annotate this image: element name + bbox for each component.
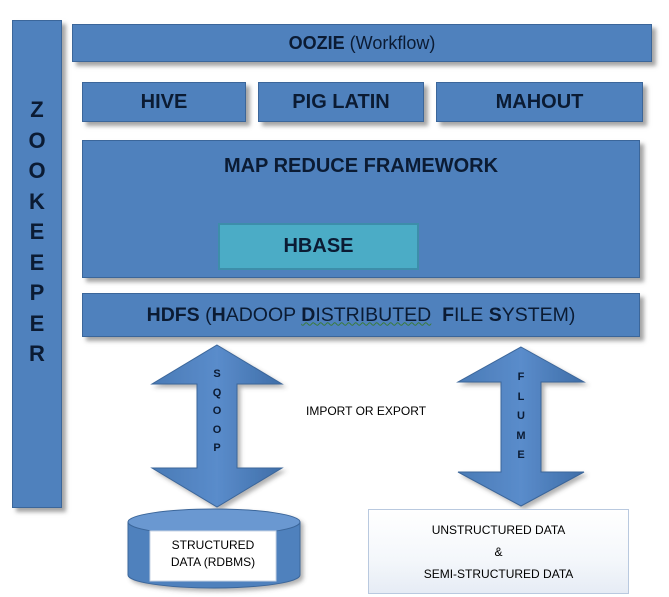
hbase-label: HBASE bbox=[283, 235, 354, 257]
zookeeper-letter: P bbox=[29, 280, 45, 305]
hdfs-abbr: HDFS bbox=[146, 303, 200, 326]
zookeeper-letter: O bbox=[28, 158, 46, 183]
unstructured-line-2: & bbox=[494, 544, 503, 559]
mapreduce-label: MAP REDUCE FRAMEWORK bbox=[223, 155, 499, 177]
hdfs-adoop: ADOOP bbox=[225, 303, 302, 326]
oozie-title: OOZIE bbox=[288, 32, 345, 53]
flume-label: F L U M E bbox=[514, 368, 528, 466]
hdfs-s: S bbox=[488, 303, 502, 326]
zookeeper-letter: E bbox=[29, 310, 45, 336]
zookeeper-letter: R bbox=[29, 341, 45, 366]
hdfs-d: D bbox=[301, 303, 316, 326]
hdfs-label: HDFS (HADOOP DISTRIBUTED FILE SYSTEM) bbox=[147, 304, 576, 327]
mahout-label: MAHOUT bbox=[495, 90, 584, 113]
structured-line-2: DATA (RDBMS) bbox=[170, 555, 256, 569]
zookeeper-letter: E bbox=[29, 219, 45, 244]
pig-latin-label: PIG LATIN bbox=[292, 90, 390, 113]
sqoop-letter: O bbox=[212, 405, 222, 417]
hbase-box: HBASE bbox=[218, 223, 419, 270]
hdfs-box: HDFS (HADOOP DISTRIBUTED FILE SYSTEM) bbox=[82, 293, 640, 337]
sqoop-letter: O bbox=[212, 423, 222, 436]
unstructured-line-1: UNSTRUCTURED DATA bbox=[431, 522, 566, 537]
flume-letter: U bbox=[517, 410, 525, 422]
zookeeper-letter: E bbox=[29, 249, 45, 275]
oozie-subtitle: (Workflow) bbox=[349, 32, 436, 53]
hdfs-istributed: ISTRIBUTED bbox=[315, 303, 432, 326]
import-export-label: IMPORT OR EXPORT bbox=[306, 404, 427, 418]
flume-letter: L bbox=[517, 390, 525, 403]
zookeeper-letter: O bbox=[28, 127, 46, 153]
hdfs-open: ( bbox=[199, 303, 212, 326]
zookeeper-letter: K bbox=[29, 188, 45, 214]
sqoop-arrow bbox=[150, 344, 284, 508]
flume-letter: M bbox=[516, 429, 526, 442]
flume-arrow bbox=[456, 346, 586, 507]
rdbms-label-panel bbox=[149, 530, 277, 582]
hive-box: HIVE bbox=[82, 82, 246, 122]
hdfs-f: F bbox=[442, 303, 455, 326]
structured-line-1: STRUCTURED bbox=[171, 538, 255, 552]
structured-data-label: STRUCTURED DATA (RDBMS) bbox=[150, 537, 276, 571]
sqoop-letter: P bbox=[213, 442, 221, 454]
flume-letter: F bbox=[517, 371, 525, 383]
sqoop-letter: S bbox=[213, 368, 221, 380]
hdfs-h: H bbox=[211, 303, 226, 326]
pig-latin-box: PIG LATIN bbox=[258, 82, 424, 122]
oozie-box: OOZIE (Workflow) bbox=[72, 24, 652, 62]
hdfs-ile: ILE bbox=[454, 303, 489, 326]
sqoop-label: S Q O O P bbox=[210, 365, 224, 458]
hive-label: HIVE bbox=[140, 90, 188, 113]
mahout-box: MAHOUT bbox=[436, 82, 643, 122]
zookeeper-bar: Z O O K E E P E R bbox=[12, 20, 62, 508]
hdfs-ystem: YSTEM) bbox=[501, 303, 576, 326]
unstructured-line-3: SEMI-STRUCTURED DATA bbox=[423, 566, 574, 581]
flume-letter: E bbox=[517, 449, 525, 461]
sqoop-letter: Q bbox=[212, 386, 222, 399]
unstructured-data-box: UNSTRUCTURED DATA & SEMI-STRUCTURED DATA bbox=[368, 509, 629, 594]
zookeeper-letter: Z bbox=[30, 97, 44, 122]
